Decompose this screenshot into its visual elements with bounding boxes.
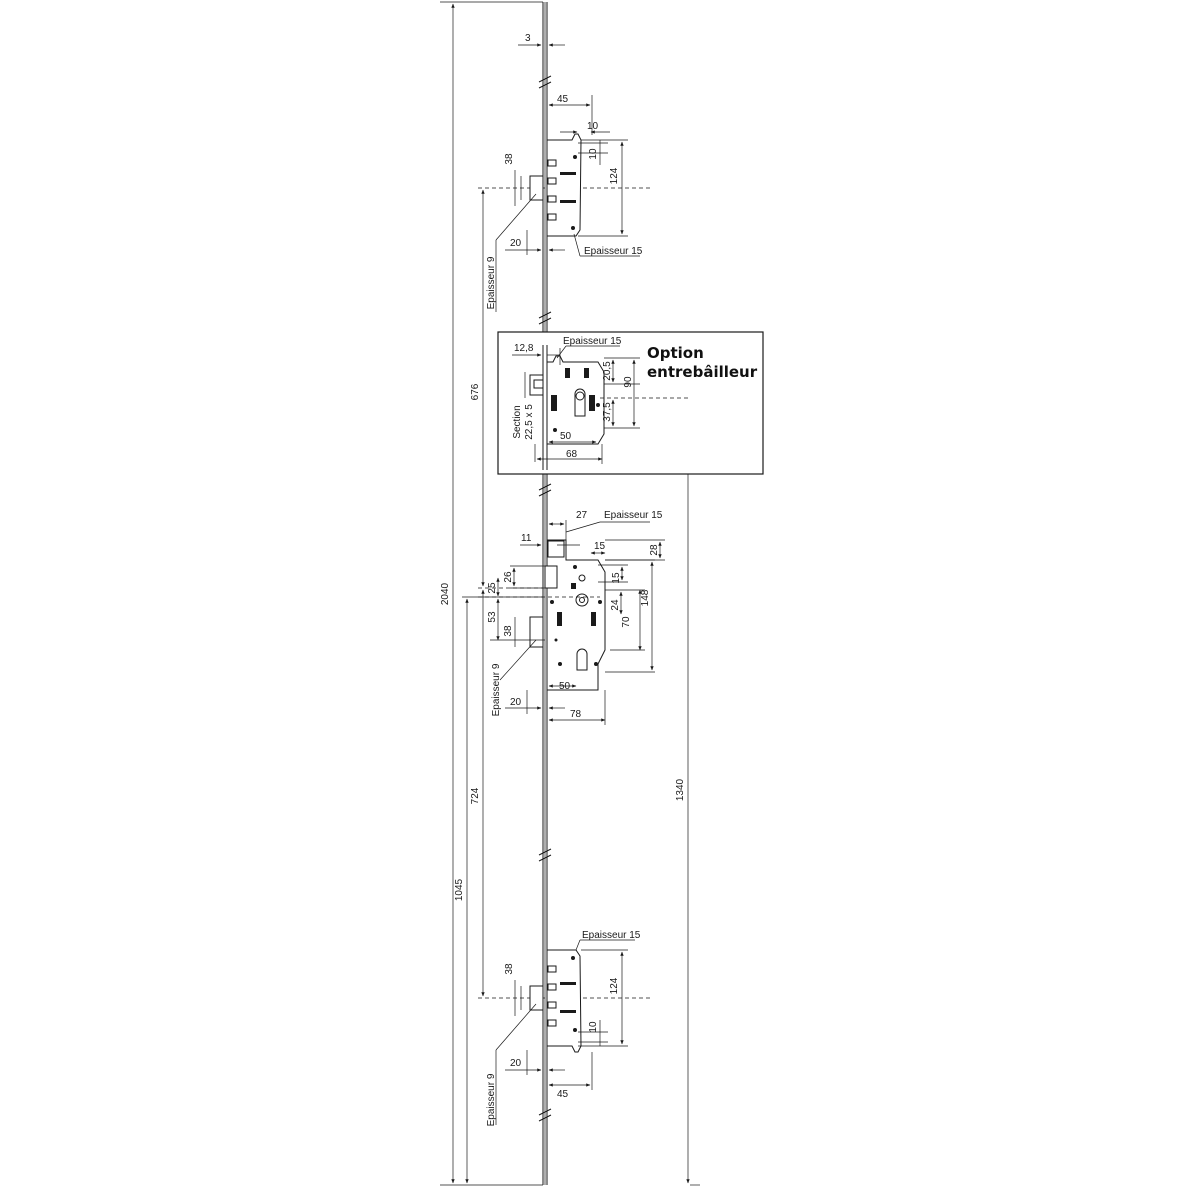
dim-78: 78 bbox=[570, 709, 582, 720]
top-hook-lock bbox=[520, 133, 582, 237]
dim-38-mid: 38 bbox=[503, 625, 514, 637]
central-lock-dimensions bbox=[478, 520, 665, 725]
dim-90: 90 bbox=[623, 376, 634, 388]
dim-45-bot: 45 bbox=[557, 1089, 569, 1100]
dim-124-top: 124 bbox=[609, 167, 620, 184]
dim-20-5: 20,5 bbox=[602, 361, 613, 381]
ep9-bot-label: Epaisseur 9 bbox=[486, 1073, 497, 1126]
dimension-1045 bbox=[462, 596, 543, 1184]
dim-1340: 1340 bbox=[675, 778, 686, 801]
dim-10-top-h: 10 bbox=[587, 121, 599, 132]
ep15-mid-label: Epaisseur 15 bbox=[604, 510, 663, 521]
ep15-option-label: Epaisseur 15 bbox=[563, 336, 622, 347]
dim-53: 53 bbox=[487, 611, 498, 623]
dim-68: 68 bbox=[566, 449, 578, 460]
dim-3: 3 bbox=[525, 33, 531, 44]
ep9-mid-label: Epaisseur 9 bbox=[491, 663, 502, 716]
dim-27: 27 bbox=[576, 510, 588, 521]
dim-2040: 2040 bbox=[440, 582, 451, 605]
dim-12-8: 12,8 bbox=[514, 343, 534, 354]
central-lock bbox=[529, 539, 606, 691]
dim-24: 24 bbox=[610, 599, 621, 611]
dim-45-top: 45 bbox=[557, 94, 569, 105]
section-label-line1: Section bbox=[512, 405, 523, 438]
dim-20-mid: 20 bbox=[510, 697, 522, 708]
option-entrebailleur-box bbox=[497, 331, 764, 475]
option-title-line2: entrebâilleur bbox=[647, 363, 758, 381]
dim-10-top-v: 10 bbox=[588, 148, 599, 160]
dim-724: 724 bbox=[470, 787, 481, 804]
dim-15-v: 15 bbox=[611, 572, 622, 584]
dim-25: 25 bbox=[487, 582, 498, 594]
dim-11: 11 bbox=[521, 533, 532, 544]
dim-50-mid: 50 bbox=[559, 681, 571, 692]
top-lock-dimensions bbox=[495, 95, 640, 312]
option-title-line1: Option bbox=[647, 344, 704, 362]
dimension-2040 bbox=[440, 1, 543, 1186]
dim-148: 148 bbox=[640, 589, 651, 606]
dim-676: 676 bbox=[470, 383, 481, 400]
dim-50-option: 50 bbox=[560, 431, 572, 442]
section-label-line2: 22,5 x 5 bbox=[524, 404, 535, 440]
ep9-top-label: Epaisseur 9 bbox=[486, 256, 497, 309]
bottom-hook-lock bbox=[520, 949, 582, 1053]
dim-37-5: 37,5 bbox=[602, 402, 613, 422]
ep15-bot-label: Epaisseur 15 bbox=[582, 930, 641, 941]
dim-70: 70 bbox=[621, 616, 632, 628]
dim-15-h: 15 bbox=[594, 541, 606, 552]
dim-38-top: 38 bbox=[504, 153, 515, 165]
dim-10-bot: 10 bbox=[588, 1021, 599, 1033]
dim-1045: 1045 bbox=[454, 878, 465, 901]
bottom-lock-dimensions bbox=[495, 939, 635, 1125]
dim-20-bot: 20 bbox=[510, 1058, 522, 1069]
dim-20-top: 20 bbox=[510, 238, 522, 249]
option-lock bbox=[529, 345, 605, 470]
dim-26: 26 bbox=[503, 571, 514, 583]
dim-38-bot: 38 bbox=[504, 963, 515, 975]
dim-124-bot: 124 bbox=[609, 977, 620, 994]
dim-28: 28 bbox=[649, 544, 660, 556]
option-dimensions bbox=[512, 345, 690, 464]
ep15-top-label: Epaisseur 15 bbox=[584, 246, 643, 257]
